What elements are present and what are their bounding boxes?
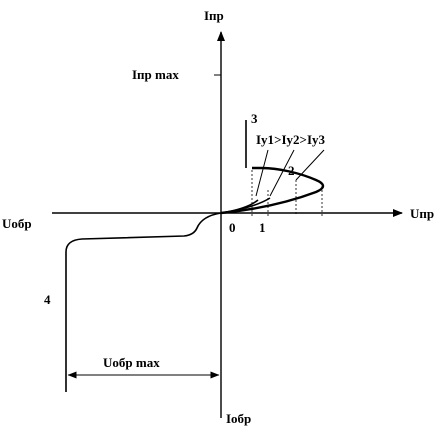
x-neg-label: Uобр (2, 216, 32, 231)
iy2-label: Iу2 (281, 132, 299, 147)
tick-1-label: 1 (259, 220, 266, 235)
iy3-label: Iу3 (307, 132, 326, 147)
gt-sign-2: > (300, 132, 307, 147)
current-relation-label: Iу1>Iу2>Iу3 (256, 132, 326, 147)
iy1-label: Iу1 (256, 132, 274, 147)
intermediate-curve-2 (220, 199, 259, 214)
x-pos-label: Uпр (410, 206, 434, 221)
leader-iy3 (295, 149, 325, 181)
region-3-label: 3 (251, 111, 258, 126)
leader-iy2 (269, 149, 295, 197)
region-4-label: 4 (44, 292, 51, 307)
y-pos-label: Iпр (204, 8, 224, 23)
origin-label: 0 (229, 220, 236, 235)
y-max-label: Iпр max (132, 67, 179, 82)
region-2-label: 2 (288, 163, 295, 178)
x-max-label: Uобр max (103, 355, 160, 370)
leader-iy1 (255, 149, 269, 197)
y-neg-label: Iобр (226, 411, 251, 426)
forward-blocking-curve (220, 166, 325, 215)
gt-sign-1: > (274, 132, 281, 147)
reverse-branch-curve (65, 212, 222, 392)
